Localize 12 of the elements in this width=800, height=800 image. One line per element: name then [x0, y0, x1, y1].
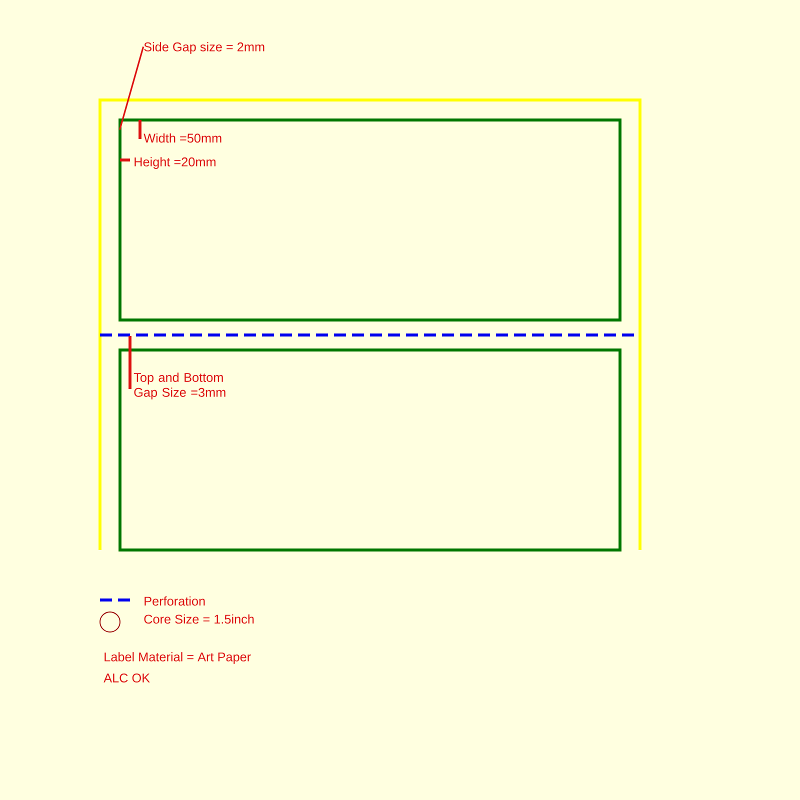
dimension-text: Height =20mm: [134, 157, 216, 169]
note-text: ALC OK: [104, 674, 150, 682]
legend-text: Perforation: [144, 596, 205, 606]
legend-text: Core Size = 1.5inch: [144, 614, 254, 624]
label-box: [118, 348, 622, 552]
leader-line: [118, 46, 144, 130]
dimension-text: Top and Bottom Gap Size =3mm: [134, 372, 226, 400]
note-text: Label Material = Art Paper: [104, 652, 251, 664]
liner-outline: [98, 98, 642, 550]
dimension-text: Width =50mm: [144, 133, 222, 143]
callout-text: Side Gap size = 2mm: [144, 42, 264, 54]
label-box: [118, 118, 622, 322]
